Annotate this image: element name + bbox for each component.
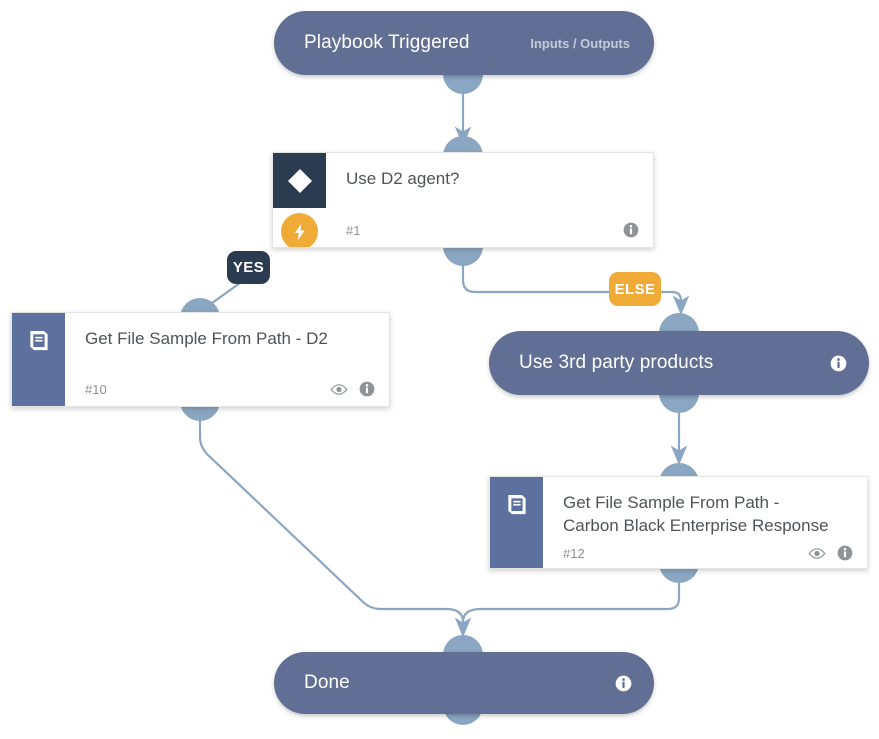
port-done-top[interactable] — [443, 635, 483, 655]
info-icon[interactable] — [359, 381, 375, 397]
info-icon[interactable] — [623, 222, 639, 238]
node-playbook-triggered[interactable]: Playbook Triggered Inputs / Outputs — [274, 11, 654, 75]
edge-d2-to-done — [198, 418, 472, 638]
node-title-playbook-triggered: Playbook Triggered — [304, 32, 470, 53]
third-party-right — [830, 355, 847, 372]
branch-badge-else[interactable]: ELSE — [609, 272, 661, 306]
node-id-get-file-sample-carbon-black: #12 — [563, 545, 585, 561]
book-icon — [26, 327, 53, 354]
decision-icons — [623, 222, 639, 238]
port-third-party-bottom[interactable] — [659, 393, 699, 413]
carbon-black-icons — [808, 545, 853, 561]
node-get-file-sample-d2[interactable]: Get File Sample From Path - D2 #10 — [11, 312, 390, 407]
branch-badge-yes-label: YES — [232, 259, 265, 276]
port-third-party-top[interactable] — [659, 313, 699, 333]
action-strip-carbon-black — [490, 477, 543, 568]
carbon-black-body: Get File Sample From Path - Carbon Black… — [543, 477, 867, 568]
node-get-file-sample-carbon-black[interactable]: Get File Sample From Path - Carbon Black… — [489, 476, 868, 569]
carbon-black-footer: #12 — [563, 545, 853, 561]
eye-icon[interactable] — [808, 547, 826, 560]
info-icon[interactable] — [830, 355, 847, 372]
node-trigger-right: Inputs / Outputs — [530, 36, 630, 51]
node-use-d2-agent[interactable]: Use D2 agent? #1 — [272, 152, 654, 248]
node-id-get-file-sample-d2: #10 — [85, 381, 107, 397]
decision-footer: #1 — [346, 222, 639, 238]
d2-body: Get File Sample From Path - D2 #10 — [65, 313, 389, 406]
node-title-done: Done — [304, 672, 350, 693]
node-title-use-d2-agent: Use D2 agent? — [346, 169, 460, 188]
branch-badge-else-label: ELSE — [614, 280, 656, 298]
decision-body: Use D2 agent? #1 — [326, 153, 653, 247]
port-decision-top[interactable] — [443, 136, 483, 156]
info-icon[interactable] — [837, 545, 853, 561]
action-strip-d2 — [12, 313, 65, 406]
info-icon[interactable] — [615, 675, 632, 692]
eye-icon[interactable] — [330, 383, 348, 396]
node-id-use-d2-agent: #1 — [346, 222, 361, 238]
node-title-get-file-sample-carbon-black: Get File Sample From Path - Carbon Black… — [563, 493, 829, 535]
port-trigger-bottom[interactable] — [443, 74, 483, 94]
node-title-get-file-sample-d2: Get File Sample From Path - D2 — [85, 329, 328, 348]
d2-footer: #10 — [85, 381, 375, 397]
node-done[interactable]: Done — [274, 652, 654, 714]
edge-carbon-black-to-done — [461, 580, 681, 634]
d2-icons — [330, 381, 375, 397]
decision-strip — [273, 153, 326, 247]
book-icon — [504, 491, 531, 518]
node-title-use-3rd-party-products: Use 3rd party products — [519, 352, 714, 373]
node-use-3rd-party-products[interactable]: Use 3rd party products — [489, 331, 869, 395]
branch-badge-yes[interactable]: YES — [227, 251, 270, 284]
inputs-outputs-label[interactable]: Inputs / Outputs — [530, 35, 630, 51]
port-decision-bottom[interactable] — [443, 246, 483, 266]
diamond-icon — [273, 153, 326, 208]
bolt-icon — [281, 213, 318, 247]
done-right — [615, 675, 632, 692]
